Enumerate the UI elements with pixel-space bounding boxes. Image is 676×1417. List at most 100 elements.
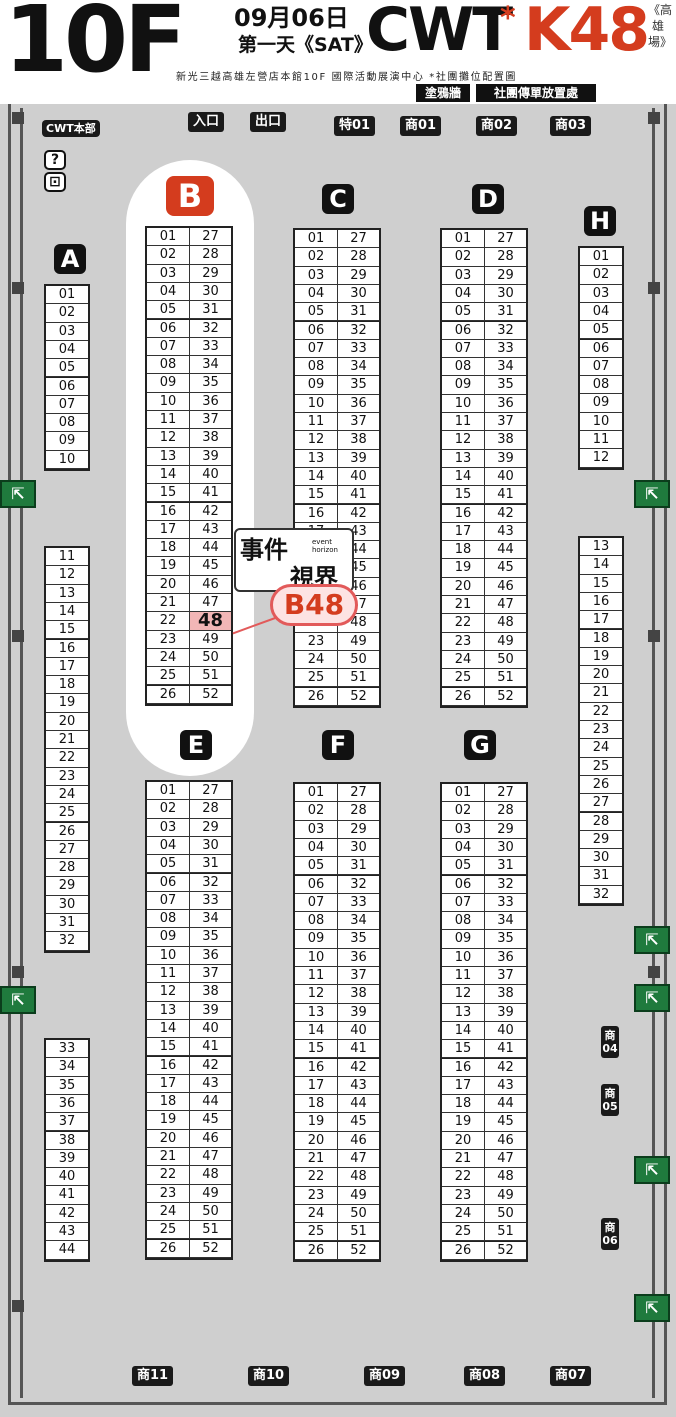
booth-cell[interactable]: 18 xyxy=(442,1095,484,1114)
booth-cell[interactable]: 05 xyxy=(580,321,622,340)
booth-cell[interactable]: 34 xyxy=(337,358,379,377)
booth-cell[interactable]: 02 xyxy=(442,248,484,267)
booth-cell[interactable]: 43 xyxy=(189,1074,231,1094)
booth-cell[interactable]: 47 xyxy=(189,1148,231,1167)
booth-cell[interactable]: 30 xyxy=(580,849,622,868)
booth-cell[interactable]: 39 xyxy=(337,1003,379,1022)
booth-cell[interactable]: 47 xyxy=(484,596,526,615)
booth-cell[interactable]: 28 xyxy=(46,859,88,878)
booth-cell[interactable]: 28 xyxy=(189,800,231,819)
booth-cell[interactable]: 02 xyxy=(46,304,88,323)
booth-cell[interactable]: 52 xyxy=(337,1241,379,1260)
booth-cell[interactable]: 30 xyxy=(484,838,526,858)
booth-cell[interactable]: 03 xyxy=(295,266,337,285)
booth-cell[interactable]: 07 xyxy=(580,357,622,377)
booth-cell[interactable]: 52 xyxy=(337,687,379,706)
booth-cell[interactable]: 39 xyxy=(46,1149,88,1169)
booth-cell[interactable]: 16 xyxy=(442,504,484,523)
booth-cell[interactable]: 11 xyxy=(147,965,189,984)
booth-cell[interactable]: 10 xyxy=(580,412,622,431)
booth-cell[interactable]: 48 xyxy=(484,1168,526,1187)
booth-cell[interactable]: 05 xyxy=(46,359,88,378)
booth-cell[interactable]: 31 xyxy=(484,303,526,322)
booth-cell[interactable]: 43 xyxy=(484,1076,526,1096)
booth-cell[interactable]: 12 xyxy=(442,985,484,1004)
booth-cell[interactable]: 34 xyxy=(337,912,379,931)
booth-cell[interactable]: 07 xyxy=(46,395,88,415)
booth-cell[interactable]: 19 xyxy=(442,559,484,578)
booth-cell[interactable]: 35 xyxy=(484,376,526,395)
booth-cell[interactable]: 01 xyxy=(442,230,484,249)
booth-cell[interactable]: 26 xyxy=(46,822,88,841)
booth-cell[interactable]: 39 xyxy=(189,1001,231,1020)
booth-cell[interactable]: 42 xyxy=(337,504,379,523)
booth-cell[interactable]: 01 xyxy=(295,784,337,803)
booth-cell[interactable]: 13 xyxy=(295,449,337,468)
booth-cell[interactable]: 42 xyxy=(484,1058,526,1077)
booth-cell[interactable]: 41 xyxy=(484,1040,526,1059)
booth-cell[interactable]: 23 xyxy=(295,632,337,651)
booth-cell[interactable]: 41 xyxy=(46,1186,88,1205)
booth-cell[interactable]: 32 xyxy=(580,885,622,904)
booth-cell[interactable]: 52 xyxy=(484,1241,526,1260)
booth-cell[interactable]: 07 xyxy=(147,337,189,357)
booth-cell[interactable]: 37 xyxy=(337,413,379,432)
booth-cell[interactable]: 21 xyxy=(580,684,622,703)
booth-cell[interactable]: 23 xyxy=(442,1186,484,1205)
booth-cell[interactable]: 49 xyxy=(484,1186,526,1205)
booth-cell[interactable]: 01 xyxy=(295,230,337,249)
booth-cell[interactable]: 11 xyxy=(46,548,88,567)
booth-cell[interactable]: 06 xyxy=(295,321,337,340)
booth-cell[interactable]: 02 xyxy=(295,802,337,821)
booth-cell[interactable]: 25 xyxy=(442,669,484,688)
booth-cell[interactable]: 45 xyxy=(484,559,526,578)
booth-cell[interactable]: 04 xyxy=(442,838,484,858)
booth-cell[interactable]: 45 xyxy=(484,1113,526,1132)
booth-cell[interactable]: 49 xyxy=(189,630,231,649)
booth-cell[interactable]: 44 xyxy=(46,1241,88,1260)
booth-cell[interactable]: 08 xyxy=(580,376,622,395)
booth-cell[interactable]: 04 xyxy=(442,284,484,304)
booth-cell[interactable]: 28 xyxy=(484,248,526,267)
booth-cell[interactable]: 33 xyxy=(484,893,526,913)
booth-cell[interactable]: 38 xyxy=(189,429,231,448)
booth-cell[interactable]: 18 xyxy=(442,541,484,560)
booth-cell[interactable]: 16 xyxy=(147,502,189,521)
booth-cell[interactable]: 38 xyxy=(46,1131,88,1150)
booth-cell[interactable]: 18 xyxy=(580,629,622,648)
booth-cell[interactable]: 49 xyxy=(189,1184,231,1203)
booth-cell[interactable]: 36 xyxy=(189,392,231,411)
booth-cell[interactable]: 21 xyxy=(147,594,189,613)
booth-cell[interactable]: 32 xyxy=(189,319,231,338)
booth-cell[interactable]: 13 xyxy=(442,449,484,468)
booth-cell[interactable]: 06 xyxy=(46,377,88,396)
booth-cell[interactable]: 10 xyxy=(147,946,189,965)
booth-cell[interactable]: 30 xyxy=(189,282,231,302)
booth-cell[interactable]: 30 xyxy=(484,284,526,304)
booth-cell[interactable]: 17 xyxy=(46,657,88,677)
booth-cell[interactable]: 03 xyxy=(46,322,88,341)
booth-cell[interactable]: 20 xyxy=(147,575,189,594)
booth-cell[interactable]: 29 xyxy=(189,818,231,837)
booth-cell[interactable]: 06 xyxy=(147,319,189,338)
booth-cell[interactable]: 17 xyxy=(442,522,484,542)
booth-cell[interactable]: 32 xyxy=(189,873,231,892)
booth-cell[interactable]: 02 xyxy=(442,802,484,821)
booth-cell[interactable]: 25 xyxy=(442,1223,484,1242)
booth-cell[interactable]: 29 xyxy=(337,820,379,839)
booth-cell[interactable]: 23 xyxy=(442,632,484,651)
booth-cell[interactable]: 28 xyxy=(189,246,231,265)
booth-cell[interactable]: 01 xyxy=(442,784,484,803)
booth-cell[interactable]: 25 xyxy=(147,667,189,686)
booth-cell[interactable]: 50 xyxy=(189,1202,231,1222)
booth-cell[interactable]: 19 xyxy=(147,1111,189,1130)
booth-cell[interactable]: 06 xyxy=(295,875,337,894)
booth-cell[interactable]: 37 xyxy=(189,411,231,430)
booth-cell[interactable]: 31 xyxy=(189,301,231,320)
booth-cell[interactable]: 15 xyxy=(46,621,88,640)
booth-cell[interactable]: 39 xyxy=(484,1003,526,1022)
booth-cell[interactable]: 32 xyxy=(337,875,379,894)
booth-cell[interactable]: 05 xyxy=(442,857,484,876)
booth-cell[interactable]: 14 xyxy=(580,556,622,575)
booth-cell[interactable]: 46 xyxy=(189,575,231,594)
